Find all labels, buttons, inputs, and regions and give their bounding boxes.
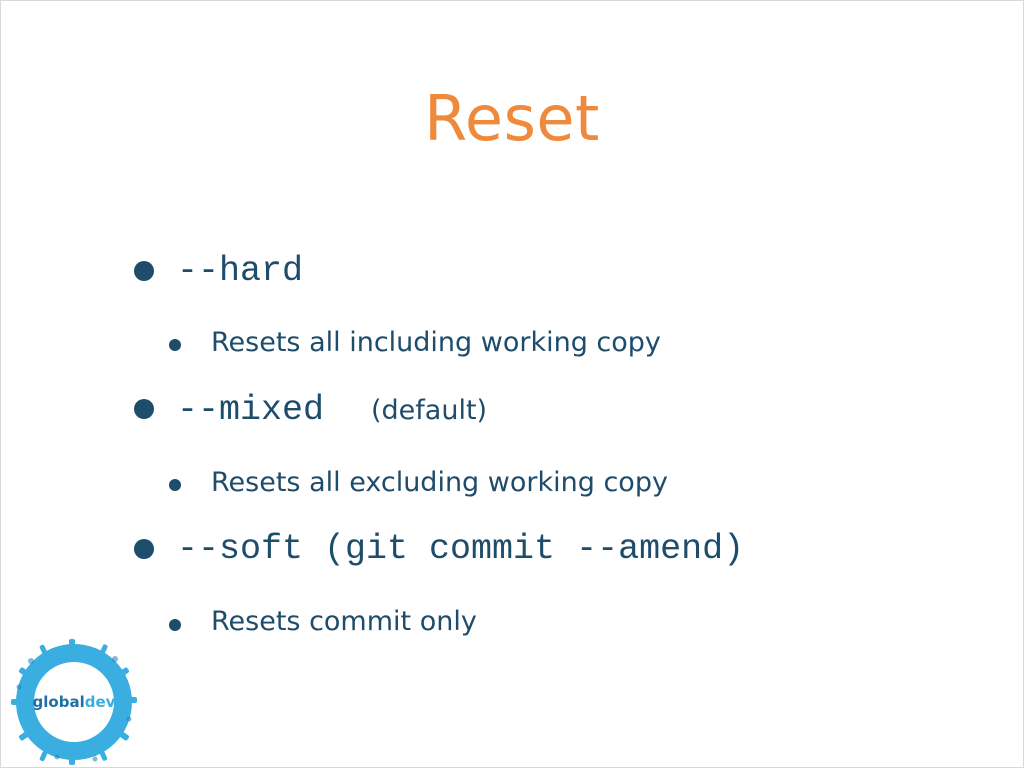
bullet-level-1 bbox=[134, 261, 154, 281]
bullet-level-1 bbox=[134, 399, 154, 419]
bullet-level-2 bbox=[169, 479, 181, 491]
option-hard-description: Resets all including working copy bbox=[211, 327, 661, 358]
logo-text-global: global bbox=[33, 693, 85, 711]
option-soft-description: Resets commit only bbox=[211, 606, 477, 637]
bullet-level-2 bbox=[169, 339, 181, 351]
option-soft: --soft (git commit --amend) bbox=[177, 529, 745, 569]
slide-title: Reset bbox=[424, 82, 600, 155]
option-hard: --hard bbox=[177, 251, 304, 291]
svg-text:globaldev: globaldev bbox=[33, 693, 116, 711]
globaldev-logo-icon: globaldev bbox=[11, 639, 137, 765]
logo-text-dev: dev bbox=[85, 693, 116, 711]
option-mixed-suffix: (default) bbox=[371, 395, 488, 426]
option-mixed: --mixed bbox=[177, 390, 325, 430]
bullet-level-2 bbox=[169, 619, 181, 631]
option-mixed-description: Resets all excluding working copy bbox=[211, 467, 668, 498]
bullet-level-1 bbox=[134, 539, 154, 559]
